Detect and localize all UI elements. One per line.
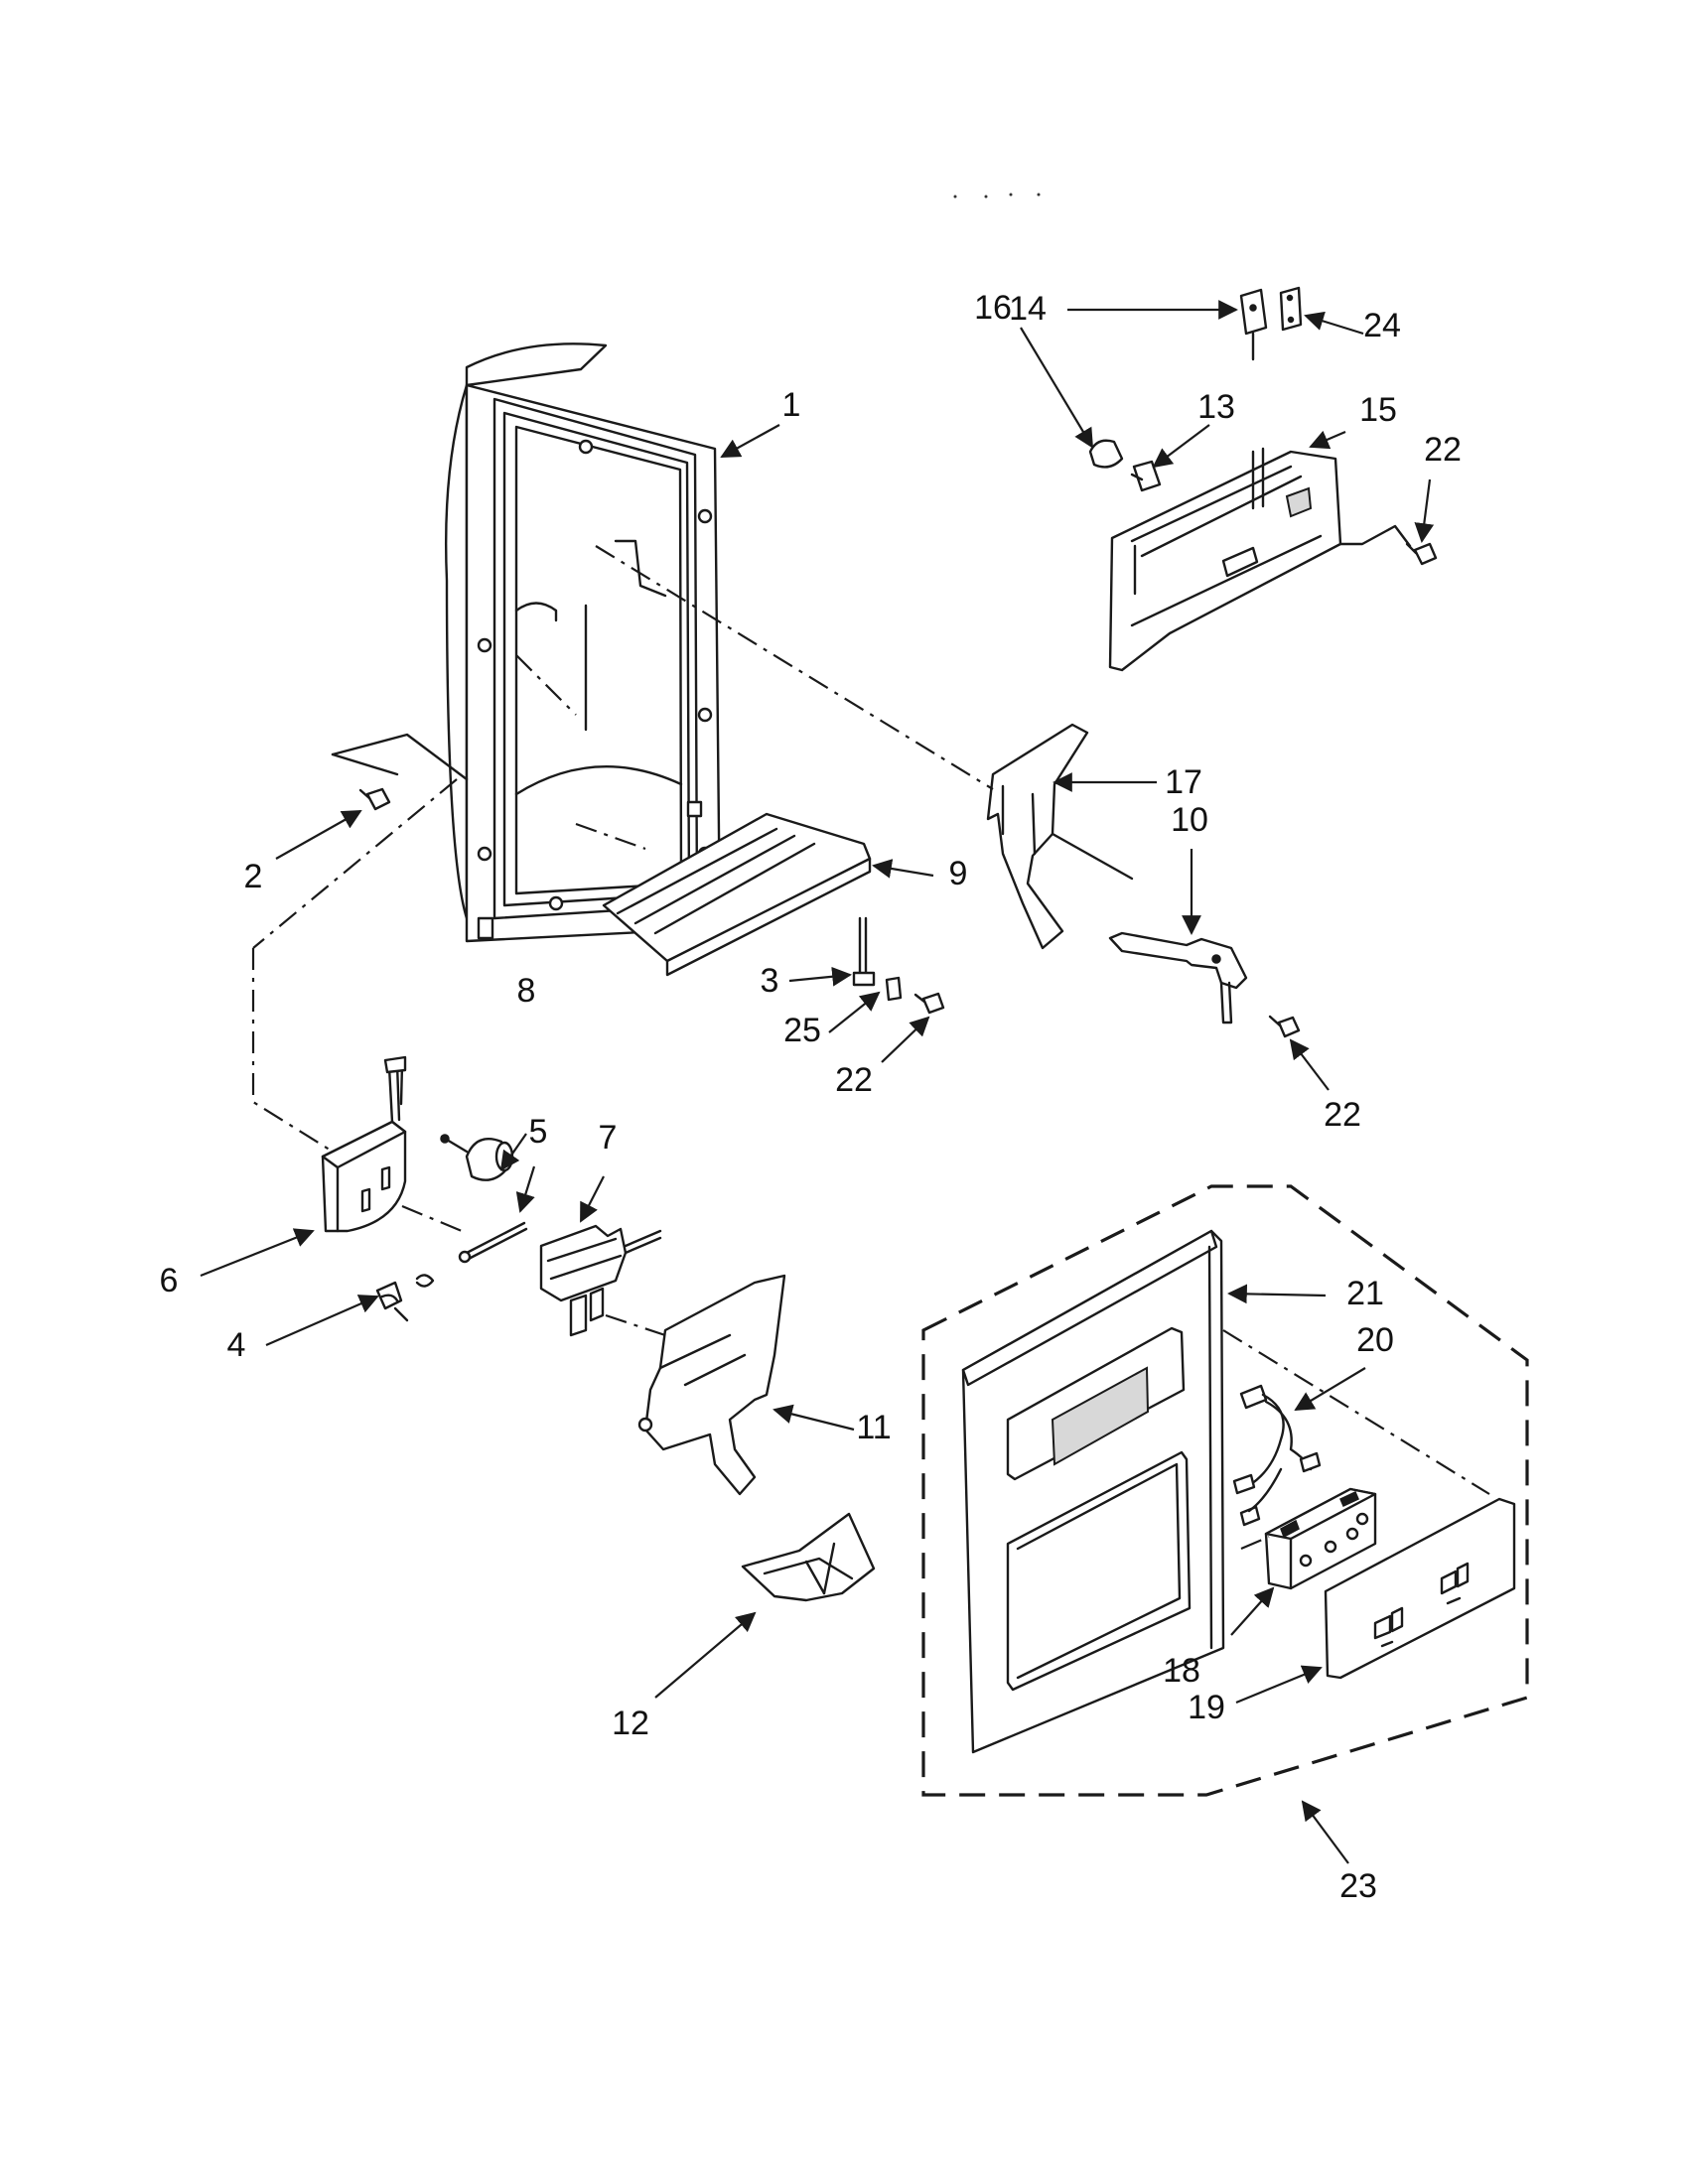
part-3-clip xyxy=(852,916,876,987)
part-19-control-label xyxy=(1324,1497,1516,1680)
callout-14: 14 xyxy=(1009,290,1047,328)
part-20-wire-harness xyxy=(1232,1384,1322,1527)
part-8-solenoid xyxy=(440,1134,514,1181)
alignment-lines xyxy=(251,545,1490,1551)
part-22-screw-lower-mid xyxy=(913,992,945,1015)
part-7-bracket xyxy=(539,1224,662,1337)
part-22-screw-right xyxy=(1268,1015,1301,1038)
callout-3: 3 xyxy=(761,962,779,1000)
callout-11: 11 xyxy=(856,1409,891,1446)
callout-4: 4 xyxy=(227,1326,246,1364)
callout-8: 8 xyxy=(517,972,536,1010)
part-14-switch xyxy=(1239,288,1268,361)
callout-6: 6 xyxy=(160,1262,179,1299)
callout-12: 12 xyxy=(612,1705,649,1742)
part-9-drip-tray xyxy=(602,812,872,977)
callout-23: 23 xyxy=(1339,1867,1377,1905)
part-22-screw-top xyxy=(1405,542,1438,566)
callout-18: 18 xyxy=(1163,1652,1200,1690)
part-16-bulb xyxy=(1088,439,1124,469)
callout-22-right: 22 xyxy=(1324,1096,1361,1134)
callout-9: 9 xyxy=(949,855,968,892)
callout-1: 1 xyxy=(782,386,801,424)
callout-25: 25 xyxy=(783,1012,821,1049)
leader-arrows xyxy=(200,300,1435,1864)
callout-19: 19 xyxy=(1188,1689,1225,1726)
part-6-motor-block xyxy=(321,1055,407,1233)
part-10-actuator xyxy=(1108,931,1248,1024)
callout-16: 16 xyxy=(974,289,1012,327)
part-17-lever-arm xyxy=(986,723,1134,950)
callout-22-top: 22 xyxy=(1424,431,1462,469)
part-1-housing-frame xyxy=(445,342,722,943)
callout-5: 5 xyxy=(529,1113,548,1151)
part-18-switch-module xyxy=(1264,1487,1377,1590)
callout-7: 7 xyxy=(599,1119,618,1157)
callout-24: 24 xyxy=(1363,307,1401,344)
callout-17: 17 xyxy=(1165,763,1202,801)
callout-21: 21 xyxy=(1346,1275,1384,1312)
part-12-chute-cup xyxy=(741,1512,876,1602)
callout-13: 13 xyxy=(1197,388,1235,426)
part-15-switch-housing xyxy=(1108,447,1342,672)
callout-20: 20 xyxy=(1356,1321,1394,1359)
part-21-front-panel xyxy=(961,1229,1225,1754)
callout-22-mid: 22 xyxy=(835,1061,873,1099)
part-4-spring xyxy=(375,1274,435,1322)
scan-specks xyxy=(953,193,1041,199)
part-23-assembly-boundary xyxy=(921,1184,1529,1797)
callout-15: 15 xyxy=(1359,391,1397,429)
callout-10: 10 xyxy=(1171,801,1208,839)
part-13-socket xyxy=(1130,460,1162,492)
callout-2: 2 xyxy=(244,858,263,895)
part-5-pin xyxy=(458,1221,528,1264)
part-24-insulator xyxy=(1279,286,1303,332)
part-11-chute-arm xyxy=(637,1274,786,1496)
part-2-screw xyxy=(358,787,391,811)
callout-labels: 1 2 3 4 5 6 7 8 9 10 11 12 13 14 15 16 1… xyxy=(160,289,1462,1905)
part-25-insulator xyxy=(885,976,903,1002)
